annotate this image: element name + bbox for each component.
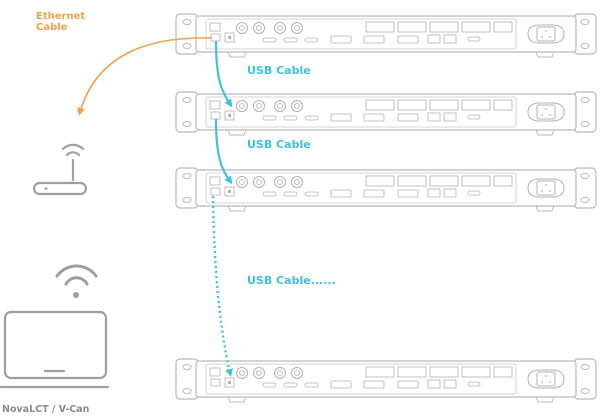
wifi-icon bbox=[55, 264, 98, 298]
controller-device-1 bbox=[175, 13, 597, 58]
controller-device-n bbox=[175, 358, 597, 403]
usb-cable-1 bbox=[214, 40, 233, 108]
ethernet-label-line2: Cable bbox=[36, 22, 68, 33]
controller-device-2 bbox=[175, 91, 597, 136]
ethernet-cable-label: Ethernet Cable bbox=[36, 11, 85, 33]
usb-cable-label-2: USB Cable bbox=[247, 138, 311, 151]
usb-cable-label-3: USB Cable...... bbox=[247, 274, 336, 287]
usb-cable-label-1: USB Cable bbox=[247, 64, 311, 77]
usb-cable-3-dotted bbox=[211, 195, 233, 377]
router-wifi-icon bbox=[32, 143, 88, 196]
ethernet-label-line1: Ethernet bbox=[36, 11, 86, 22]
pc-software-label: NovaLCT / V-Can bbox=[2, 404, 90, 415]
usb-cable-2 bbox=[214, 118, 233, 185]
controller-device-3 bbox=[175, 167, 597, 212]
laptop-icon bbox=[0, 310, 110, 389]
ethernet-cable bbox=[77, 37, 213, 116]
